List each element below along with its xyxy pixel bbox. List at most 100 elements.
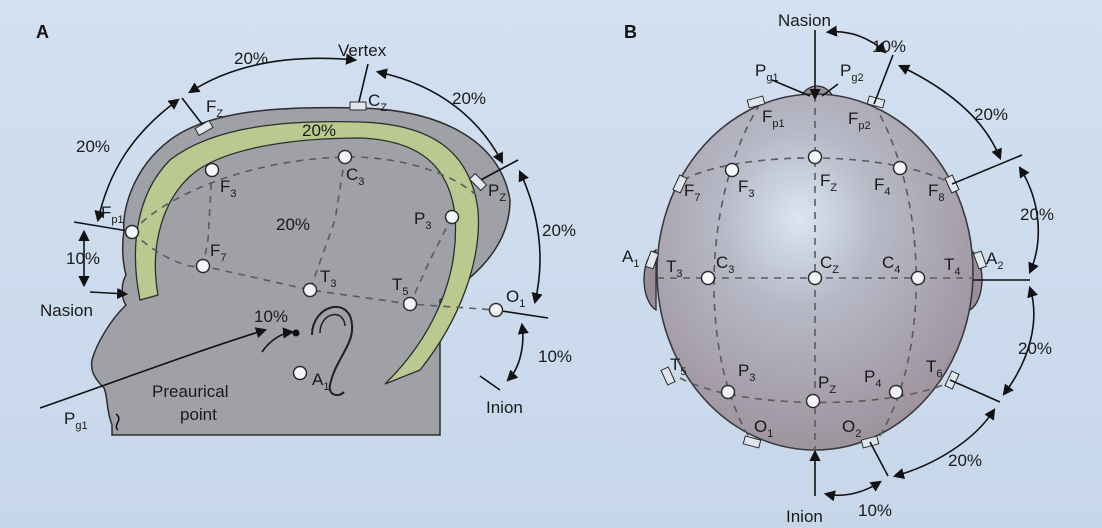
- electrode-subscript: 4: [894, 264, 900, 276]
- preauricular-label-1: Preaurical: [152, 382, 229, 401]
- label-t3: T3: [320, 267, 337, 290]
- fp2-line: [873, 54, 894, 105]
- electrode-letter: C: [716, 253, 728, 272]
- preauricular-dot: [292, 329, 300, 337]
- electrode-o1: [488, 302, 504, 318]
- pct-right: 20%: [452, 89, 486, 108]
- electrode-subscript: p1: [772, 118, 784, 130]
- ear-inner: [319, 314, 346, 334]
- electrode-subscript: 3: [358, 176, 364, 188]
- label-f3-b: F3: [738, 177, 755, 200]
- electrode-c4: [910, 270, 926, 286]
- electrode-subscript: 6: [936, 368, 942, 380]
- label-f3: F3: [220, 177, 237, 200]
- label-o2-b: O2: [842, 417, 861, 440]
- electrode-subscript: 3: [330, 278, 336, 290]
- label-cz: CZ: [368, 91, 387, 114]
- electrode-letter: P: [64, 409, 75, 428]
- electrode-f3: [204, 162, 220, 178]
- electrode-letter: T: [666, 257, 676, 276]
- pct-r1: 20%: [974, 105, 1008, 124]
- electrode-subscript: g2: [851, 72, 863, 84]
- label-fz: FZ: [206, 97, 223, 120]
- label-fz-b: FZ: [820, 171, 837, 194]
- electrode-letter: A: [986, 249, 998, 268]
- label-fp1-b: Fp1: [762, 107, 785, 130]
- electrode-letter: F: [684, 181, 694, 200]
- pct-nasion: 10%: [66, 249, 100, 268]
- electrode-p3: [444, 209, 460, 225]
- dashed-line: [409, 216, 453, 305]
- electrode-letter: C: [820, 253, 832, 272]
- arc-front: [94, 98, 180, 223]
- label-a2-b: A2: [986, 249, 1003, 272]
- electrode-subscript: 4: [875, 378, 881, 390]
- arc-r4: [892, 408, 996, 480]
- cz-pad: [349, 101, 367, 111]
- electrode-p3: [720, 384, 736, 400]
- electrode-letter: C: [368, 91, 380, 110]
- arc-top: [188, 53, 358, 94]
- arc-r2: [1018, 166, 1040, 275]
- arc-right: [375, 68, 504, 164]
- electrode-c3: [337, 149, 353, 165]
- pct-top-b: 10%: [872, 37, 906, 56]
- electrode-fp1: [124, 224, 140, 240]
- electrode-letter: T: [392, 275, 402, 294]
- electrode-subscript: 5: [680, 366, 686, 378]
- electrode-letter: T: [944, 255, 954, 274]
- pct-back: 20%: [542, 221, 576, 240]
- label-f4-b: F4: [874, 175, 891, 198]
- electrode-subscript: 4: [954, 266, 960, 278]
- label-pg2-b: Pg2: [840, 61, 864, 84]
- electrode-letter: C: [346, 165, 358, 184]
- label-f7-b: F7: [684, 181, 701, 204]
- a1-pad: [644, 250, 660, 270]
- electrode-letter: F: [848, 109, 858, 128]
- electrode-subscript: 4: [884, 186, 890, 198]
- dashed-line: [679, 377, 951, 404]
- preauricular-arrow: [261, 327, 295, 353]
- t6-pad: [944, 370, 960, 390]
- electrode-letter: F: [738, 177, 748, 196]
- dashed-line: [131, 231, 497, 311]
- label-a1: A1: [312, 370, 329, 393]
- electrode-pz: [805, 393, 821, 409]
- label-t5: T5: [392, 275, 409, 298]
- electrode-subscript: 2: [997, 260, 1003, 272]
- pct-top: 20%: [234, 49, 268, 68]
- label-pz: PZ: [488, 181, 506, 204]
- electrode-subscript: 3: [748, 188, 754, 200]
- electrode-subscript: g1: [75, 420, 87, 432]
- label-f8-b: F8: [928, 181, 945, 204]
- electrode-fz: [807, 149, 823, 165]
- label-t6-b: T6: [926, 357, 943, 380]
- arc-bottom-b: [823, 480, 882, 502]
- f7-pad: [672, 174, 688, 194]
- dashed-line: [873, 103, 918, 443]
- label-o1: O1: [506, 287, 525, 310]
- electrode-subscript: Z: [832, 264, 839, 276]
- label-pg1: Pg1: [64, 409, 88, 432]
- pg1-pointer: [771, 79, 811, 97]
- electrode-subscript: Z: [216, 108, 223, 120]
- electrode-subscript: 3: [676, 268, 682, 280]
- dashed-line: [202, 169, 213, 267]
- electrode-subscript: Z: [499, 192, 506, 204]
- arc-r1: [897, 64, 1002, 161]
- inion-label: Inion: [486, 398, 523, 417]
- pg1-arrow: [39, 327, 268, 409]
- a2-pad: [972, 250, 988, 270]
- label-c4-b: C4: [882, 253, 900, 276]
- electrode-a1: [292, 365, 308, 381]
- electrode-subscript: p2: [858, 120, 870, 132]
- electrode-letter: F: [928, 181, 938, 200]
- nasion-label-b: Nasion: [778, 11, 831, 30]
- label-c3-b: C3: [716, 253, 734, 276]
- preauricular-label-2: point: [180, 405, 217, 424]
- electrode-subscript: 7: [220, 252, 226, 264]
- label-fp1: Fp1: [101, 203, 124, 226]
- t5-pad: [660, 366, 676, 386]
- label-f7: F7: [210, 241, 227, 264]
- vertex-line: [357, 63, 369, 107]
